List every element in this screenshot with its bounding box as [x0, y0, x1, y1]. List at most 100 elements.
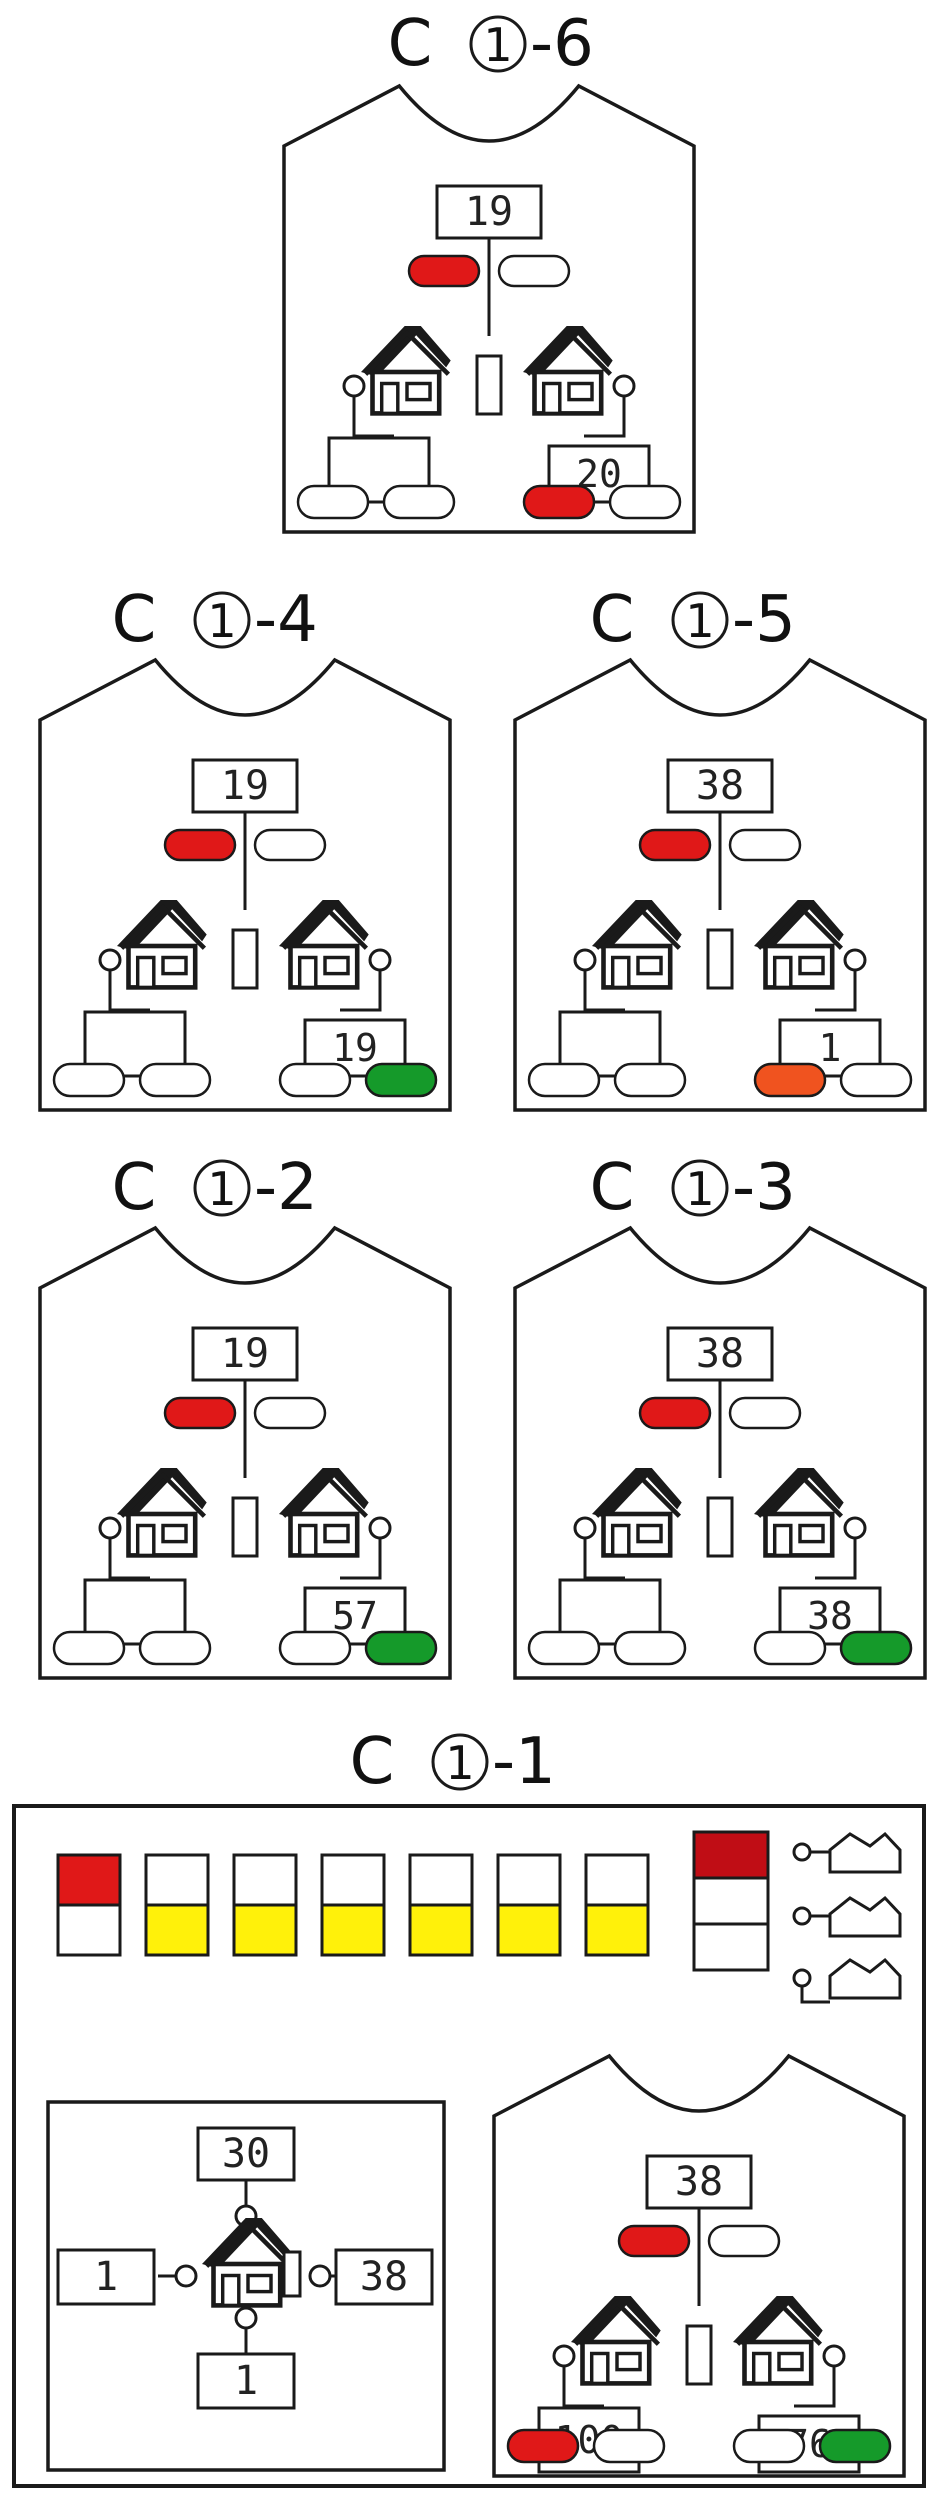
small-house-icon-2 — [792, 1895, 902, 1938]
house-right-icon — [754, 900, 844, 990]
top-pill-left — [638, 1396, 712, 1430]
title-prefix: C — [112, 583, 157, 657]
level-indicator-7 — [584, 1853, 650, 1957]
top-pill-right — [253, 1396, 327, 1430]
door-icon — [379, 381, 400, 416]
center-switch — [231, 928, 259, 990]
top-pill-left — [407, 254, 481, 288]
left-node — [342, 374, 366, 398]
bottom-pill-1 — [527, 1630, 601, 1666]
indicator-top-cell — [232, 1853, 298, 1907]
house-right-icon — [523, 326, 613, 416]
left-node — [573, 1516, 597, 1540]
top-value-box — [645, 2154, 753, 2210]
window-icon — [161, 955, 188, 976]
bottom-pill-2 — [138, 1062, 212, 1098]
circled-number-ring — [193, 591, 251, 649]
door-icon — [220, 2273, 241, 2308]
door-icon — [772, 955, 793, 990]
window-icon — [161, 1523, 188, 1544]
title-prefix: C — [590, 1151, 635, 1225]
title-suffix: -2 — [254, 1151, 318, 1225]
network-bottom-node — [234, 2306, 258, 2330]
top-value: 38 — [675, 2159, 723, 2205]
bottom-pill-4 — [818, 2428, 892, 2464]
top-pill-right — [728, 1396, 802, 1430]
bottom-pill-1 — [52, 1630, 126, 1666]
top-value: 38 — [696, 1331, 744, 1377]
window-icon — [323, 1523, 350, 1544]
door-icon — [297, 955, 318, 990]
roof-icon — [361, 326, 451, 377]
bottom-pill-4 — [839, 1062, 913, 1098]
small-roof-icon — [828, 1831, 902, 1874]
bottom-pill-2 — [613, 1062, 687, 1098]
house-left-icon — [361, 326, 451, 416]
network-top-box — [196, 2126, 296, 2182]
circled-number-ring — [671, 591, 729, 649]
stack-cell-2 — [692, 1876, 770, 1926]
bottom-pill-3 — [278, 1630, 352, 1666]
right-value: 19 — [332, 1026, 378, 1070]
network-left-node — [174, 2264, 198, 2288]
title-suffix: -3 — [732, 1151, 796, 1225]
top-value-box — [191, 1326, 299, 1382]
left-node — [98, 948, 122, 972]
top-value-box — [435, 184, 543, 240]
roof-icon — [733, 2296, 823, 2347]
center-switch — [706, 928, 734, 990]
indicator-bottom-cell — [408, 1903, 474, 1957]
door-icon — [135, 955, 156, 990]
bottom-pill-1 — [506, 2428, 580, 2464]
network-right-value: 38 — [360, 2254, 408, 2300]
top-pill-right — [253, 828, 327, 862]
house-right-icon — [754, 1468, 844, 1558]
network-right-node — [308, 2264, 332, 2288]
network-left-value: 1 — [94, 2254, 118, 2300]
top-value-box — [191, 758, 299, 814]
window-icon — [636, 1523, 663, 1544]
roof-icon — [754, 1468, 844, 1519]
indicator-top-cell — [408, 1853, 474, 1907]
top-pill-left — [617, 2224, 691, 2258]
house-left-icon — [117, 1468, 207, 1558]
window-icon — [636, 955, 663, 976]
network-house-icon — [202, 2218, 292, 2308]
bottom-pill-3 — [732, 2428, 806, 2464]
bottom-pill-3 — [278, 1062, 352, 1098]
indicator-top-cell — [584, 1853, 650, 1907]
window-icon — [246, 2273, 273, 2294]
right-node — [368, 948, 392, 972]
indicator-bottom-cell — [232, 1903, 298, 1957]
bottom-pill-4 — [364, 1062, 438, 1098]
top-value: 38 — [696, 763, 744, 809]
roof-icon — [117, 1468, 207, 1519]
stack-cell-1 — [692, 1830, 770, 1880]
title-suffix: -5 — [732, 583, 796, 657]
level-indicator-2 — [144, 1853, 210, 1957]
title-prefix: C — [388, 7, 433, 81]
right-value: 38 — [807, 1594, 853, 1638]
title-suffix: -1 — [492, 1725, 556, 1799]
title-prefix: C — [350, 1725, 395, 1799]
circled-number-ring — [431, 1733, 489, 1791]
house-left-icon — [571, 2296, 661, 2386]
circled-number-ring — [469, 15, 527, 73]
roof-icon — [571, 2296, 661, 2347]
small-node-icon — [792, 1842, 812, 1862]
house-left-icon — [592, 900, 682, 990]
small-node-icon — [792, 1968, 812, 1988]
indicator-bottom-cell — [144, 1903, 210, 1957]
door-icon — [772, 1523, 793, 1558]
door-icon — [610, 1523, 631, 1558]
shirt-panel-p3: 38 38 — [513, 1225, 927, 1680]
roof-icon — [754, 900, 844, 951]
level-indicator-6 — [496, 1853, 562, 1957]
